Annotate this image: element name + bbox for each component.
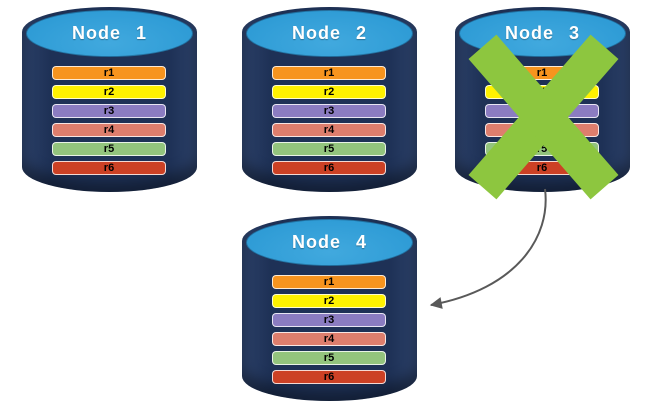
replica-bar-r1: r1 (272, 66, 386, 80)
replica-bar-r2: r2 (272, 85, 386, 99)
node-4-label: Node 4 (291, 232, 367, 252)
replica-bar-r3: r3 (272, 313, 386, 327)
replica-bar-r1: r1 (272, 275, 386, 289)
failure-x-icon (468, 34, 619, 199)
node-4-cylinder: Node 4 r1 r2 r3 r4 r5 r6 (242, 216, 417, 401)
replica-bar-r6: r6 (272, 370, 386, 384)
replica-rows: r1 r2 r3 r4 r5 r6 (272, 66, 386, 180)
cylinder-top: Node 1 (26, 10, 193, 57)
replica-rows: r1 r2 r3 r4 r5 r6 (272, 275, 386, 389)
node-1-cylinder: Node 1 r1 r2 r3 r4 r5 r6 (22, 7, 197, 192)
node-2-cylinder: Node 2 r1 r2 r3 r4 r5 r6 (242, 7, 417, 192)
replica-bar-r5: r5 (52, 142, 166, 156)
replica-bar-r2: r2 (272, 294, 386, 308)
replica-bar-r3: r3 (52, 104, 166, 118)
replica-bar-r5: r5 (272, 351, 386, 365)
failover-arrow-path (429, 188, 547, 309)
node-1-label: Node 1 (71, 23, 147, 43)
replica-bar-r2: r2 (52, 85, 166, 99)
replica-bar-r4: r4 (272, 332, 386, 346)
replica-bar-r6: r6 (52, 161, 166, 175)
cylinder-top: Node 4 (246, 219, 413, 266)
node-3-cylinder: Node 3 r1 r2 r3 r4 r5 r6 (455, 7, 630, 199)
node-3-label: Node 3 (504, 23, 580, 43)
replica-rows: r1 r2 r3 r4 r5 r6 (52, 66, 166, 180)
replica-bar-r6: r6 (272, 161, 386, 175)
replica-bar-r4: r4 (272, 123, 386, 137)
node-2-label: Node 2 (291, 23, 367, 43)
cylinder-top: Node 2 (246, 10, 413, 57)
replica-bar-r1: r1 (52, 66, 166, 80)
replica-bar-r5: r5 (272, 142, 386, 156)
replica-bar-r3: r3 (272, 104, 386, 118)
replica-bar-r4: r4 (52, 123, 166, 137)
